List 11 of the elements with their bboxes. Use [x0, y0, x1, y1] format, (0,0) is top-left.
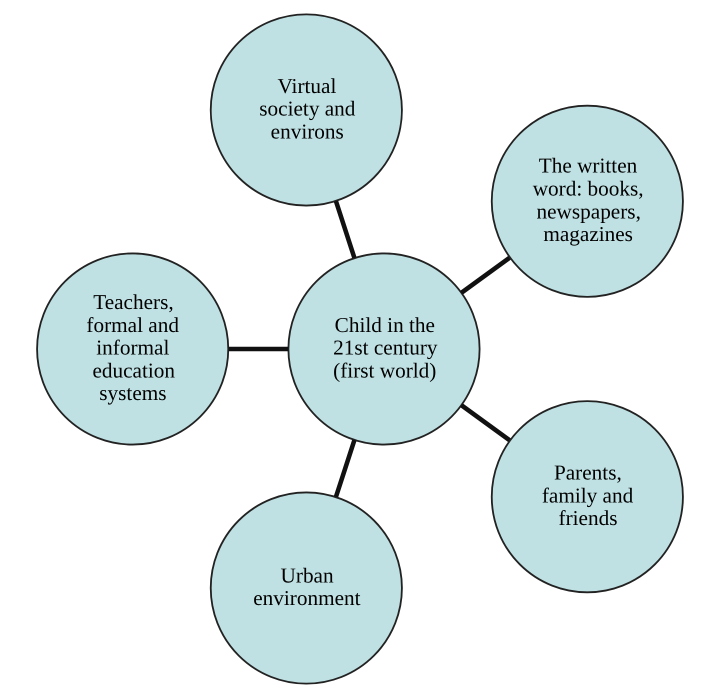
node-circle: Teachers, formal and informal education systems: [36, 252, 230, 446]
node-circle: Child in the 21st century (first world): [288, 252, 480, 446]
node-circle: Virtual society and environs: [210, 13, 403, 206]
connector: [460, 403, 511, 442]
connector: [460, 256, 511, 295]
connector: [334, 439, 357, 498]
connector: [334, 200, 357, 259]
node-circle: Parents, family and friends: [490, 400, 684, 594]
connector: [228, 346, 288, 352]
node-circle: The written word: books, newspapers, magazines: [490, 104, 684, 298]
node-circle: Urban environment: [210, 492, 403, 685]
